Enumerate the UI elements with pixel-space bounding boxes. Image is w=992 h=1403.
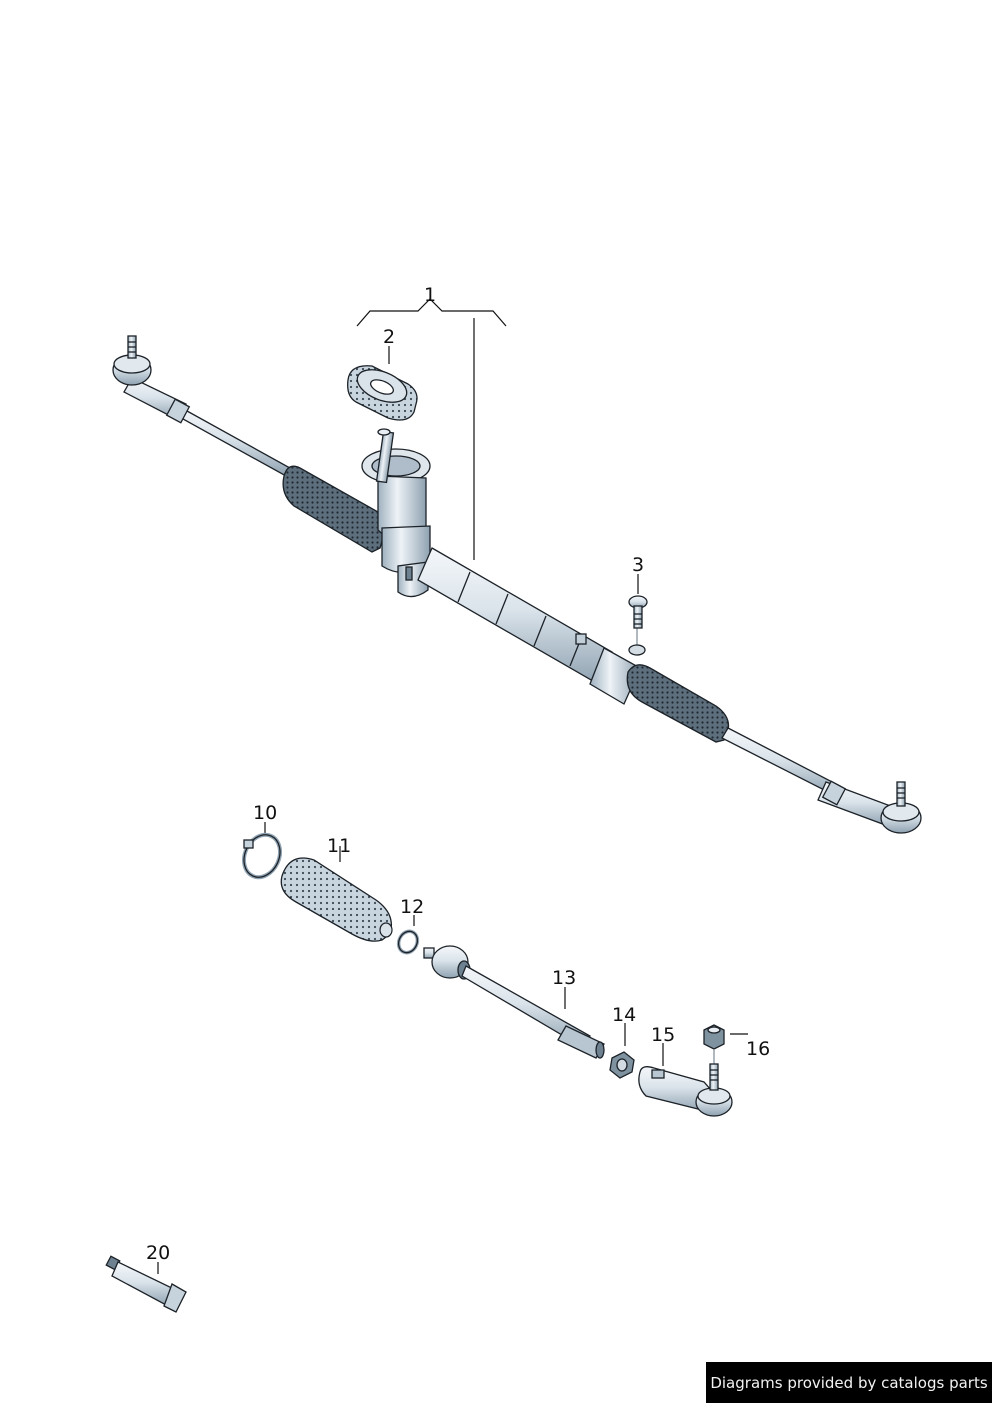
- diagram-credit-banner: Diagrams provided by catalogs parts: [706, 1362, 992, 1403]
- callout-16[interactable]: 16: [746, 1038, 771, 1060]
- tie-rod-end: [638, 1063, 733, 1117]
- clamp-large: [242, 832, 282, 880]
- grease-tube: [105, 1255, 187, 1313]
- left-boot: [282, 465, 385, 553]
- rack-tube: [417, 547, 646, 705]
- steering-rack-assembly: [112, 335, 922, 834]
- seal-grommet: [347, 365, 418, 421]
- boot-bellows: [280, 857, 393, 942]
- callout-14[interactable]: 14: [612, 1004, 637, 1026]
- left-tie-rod: [112, 335, 291, 477]
- bolt: [628, 595, 648, 629]
- clamp-small: [396, 929, 420, 955]
- lock-nut: [609, 1051, 635, 1079]
- leader-lines: [157, 298, 748, 1274]
- credit-text: Diagrams provided by catalogs parts: [710, 1373, 988, 1392]
- inner-tie-rod: [423, 945, 605, 1059]
- callout-12[interactable]: 12: [400, 896, 425, 918]
- callout-20[interactable]: 20: [146, 1242, 171, 1264]
- callout-2[interactable]: 2: [383, 326, 396, 348]
- callout-15[interactable]: 15: [651, 1024, 676, 1046]
- callout-11[interactable]: 11: [327, 835, 352, 857]
- right-tie-rod: [721, 727, 922, 834]
- callout-10[interactable]: 10: [253, 802, 278, 824]
- callout-1[interactable]: 1: [424, 284, 437, 306]
- callout-3[interactable]: 3: [632, 554, 645, 576]
- callout-13[interactable]: 13: [552, 967, 577, 989]
- self-locking-nut: [703, 1024, 725, 1050]
- right-boot: [626, 664, 730, 743]
- pinion-housing: [361, 428, 431, 598]
